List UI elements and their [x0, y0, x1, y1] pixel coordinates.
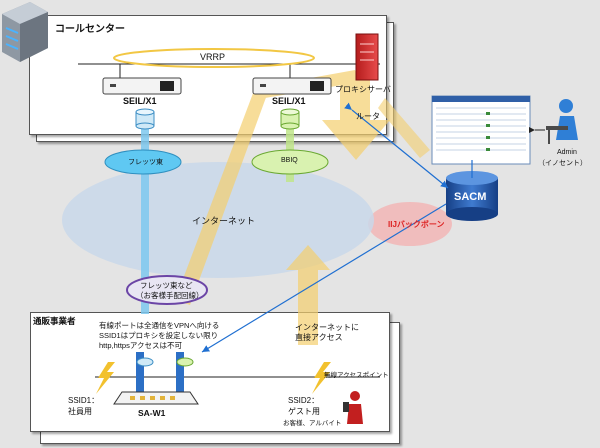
ssid1-label-1: SSID1： [68, 396, 100, 405]
router-label: ルータ [356, 112, 380, 121]
datacenter-server-icon [2, 2, 48, 62]
bbiq-ellipse [251, 149, 329, 175]
admin-label-1: Admin [557, 149, 577, 156]
wired-note-line-2: SSID1はプロキシを設定しない限り [99, 331, 219, 340]
admin-label-2: （イノセント） [538, 160, 587, 167]
flets-etc-label-2: （お客様手配回線） [136, 291, 204, 300]
vrrp-ellipse [113, 48, 315, 68]
router1-label: SEIL/X1 [123, 96, 157, 106]
internet-note-line-2: 直接アクセス [295, 333, 343, 342]
bbiq-cylinder-icon [280, 108, 300, 130]
lightning-ssid1-icon [96, 362, 115, 394]
admin-console-screenshot [431, 95, 531, 165]
router1-icon [102, 77, 182, 95]
wired-note-line-3: http,httpsアクセスは不可 [99, 341, 182, 350]
ssid1-label-2: 社員用 [68, 407, 92, 416]
iij-backbone-label: IIJバックボーン [388, 220, 445, 229]
flets-etc-label-1: フレッツ東など [140, 281, 193, 290]
sacm-label: SACM [454, 191, 487, 203]
flets-vertical-line [141, 124, 149, 314]
flets-ellipse [104, 149, 182, 175]
shop-title: 通販事業者 [33, 316, 76, 326]
ssid2-label-1: SSID2： [288, 396, 320, 405]
admin-person-icon [546, 99, 578, 144]
router2-icon [252, 77, 332, 95]
ssid2-sub-label: お客様、アルバイト [283, 420, 342, 427]
internet-note-line-1: インターネットに [295, 323, 359, 332]
proxy-server-icon [355, 33, 379, 81]
sa-w1-label: SA-W1 [138, 408, 166, 418]
wired-note-line-1: 有線ポートは全通信をVPNへ向ける [99, 321, 220, 330]
flets-etc-ellipse [126, 275, 208, 305]
flets-east-label: フレッツ東 [128, 159, 163, 166]
traffic-arrow-right [378, 98, 430, 158]
router2-label: SEIL/X1 [272, 96, 306, 106]
ssid2-label-2: ゲスト用 [288, 407, 320, 416]
lightning-ssid2-icon [312, 362, 331, 394]
traffic-arrow-upward [286, 245, 330, 345]
internet-label: インターネット [192, 216, 256, 226]
callcenter-title: コールセンター [55, 24, 125, 35]
wireless-ap-label: 無線アクセスポイント [324, 372, 389, 379]
vrrp-label: VRRP [200, 52, 226, 62]
guest-person-icon [343, 391, 363, 424]
flets-cylinder-icon [135, 108, 155, 130]
proxy-server-label: プロキシサーバ [335, 85, 391, 94]
sa-w1-device-icon [113, 352, 199, 405]
bbiq-label: BBIQ [281, 157, 298, 164]
